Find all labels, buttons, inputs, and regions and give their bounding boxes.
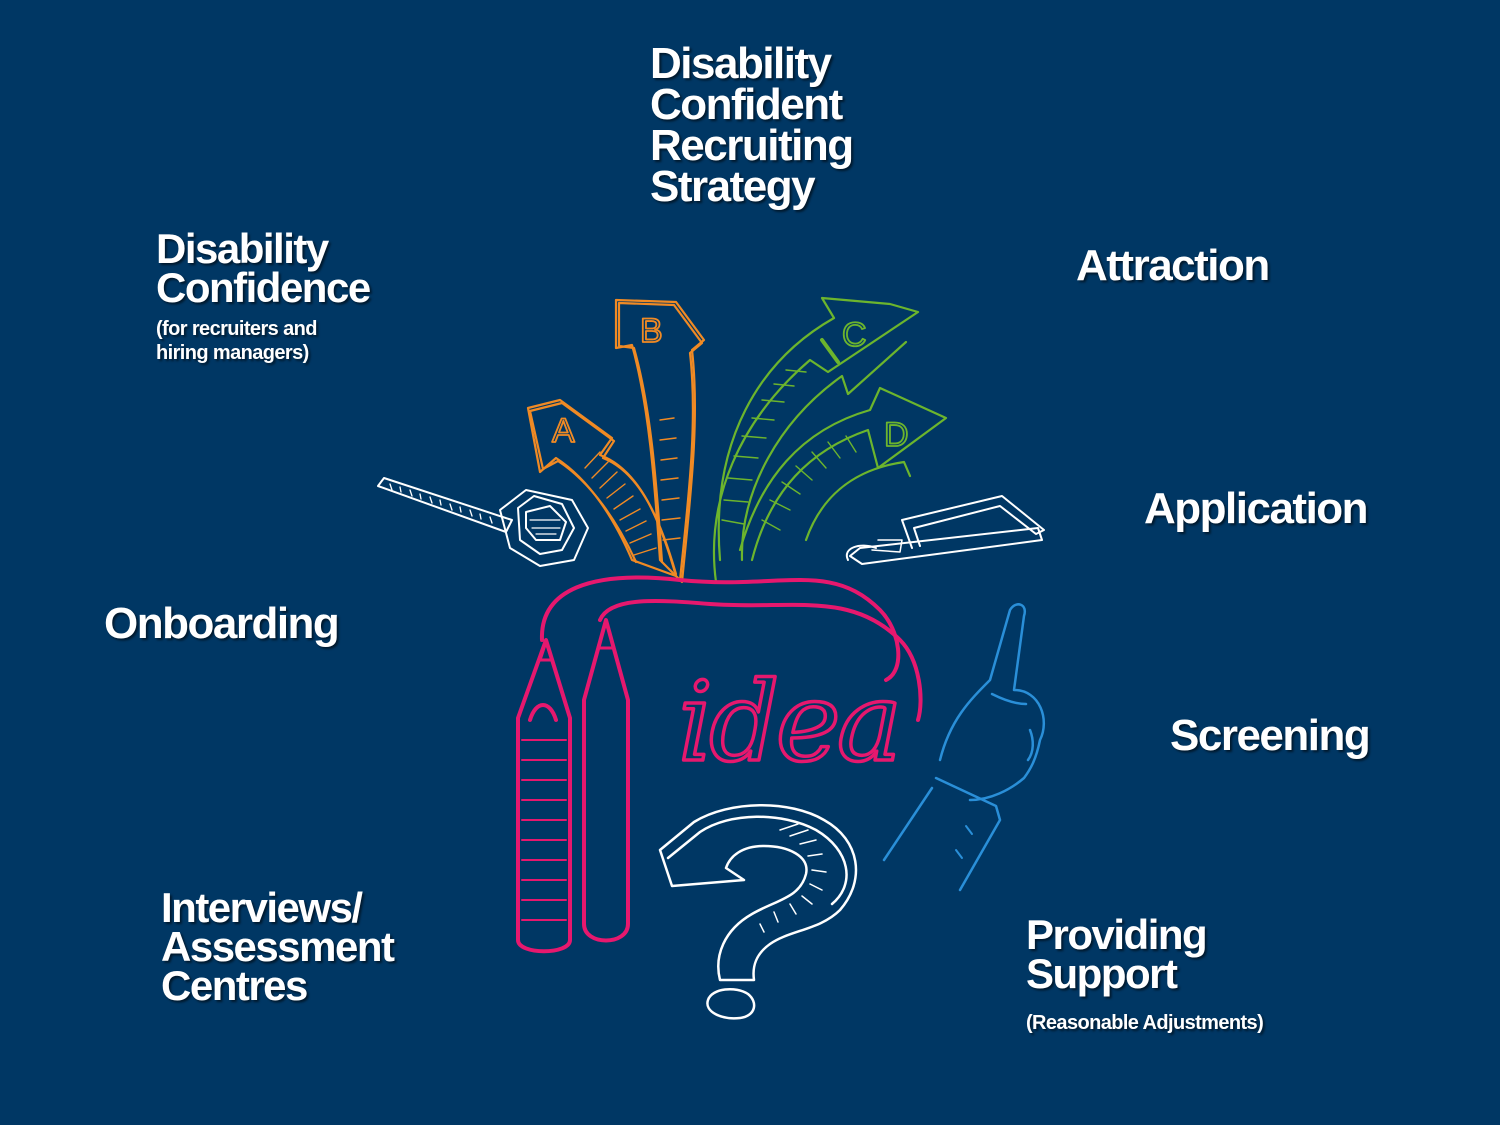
support-line-1: Providing: [1026, 911, 1208, 958]
confidence-note-line-1: (for recruiters and: [156, 318, 317, 341]
arrow-c-label: C: [842, 316, 867, 354]
strategy-line-2: Confident: [650, 79, 843, 129]
interviews-line-1: Interviews/: [161, 884, 363, 931]
label-application: Application: [1144, 484, 1369, 533]
label-interviews-assessment-centres: Interviews/ Assessment Centres: [161, 884, 395, 1010]
interviews-line-2: Assessment: [161, 923, 395, 971]
label-providing-support: Providing Support (Reasonable Adjustment…: [1026, 911, 1264, 1035]
arrow-c: C: [714, 298, 918, 582]
arrow-d: D: [740, 388, 946, 560]
label-disability-confident-recruiting-strategy: Disability Confident Recruiting Strategy: [650, 39, 854, 211]
label-disability-confidence: Disability Confidence (for recruiters an…: [156, 225, 371, 365]
tape-measure-icon: [378, 478, 588, 566]
label-screening: Screening: [1170, 711, 1371, 760]
hacksaw-icon: [847, 496, 1044, 564]
interviews-line-3: Centres: [161, 962, 308, 1010]
arrow-b-label: B: [640, 312, 663, 350]
arrow-b: B: [616, 300, 704, 582]
confidence-line-1: Disability: [156, 225, 329, 272]
support-note: (Reasonable Adjustments): [1026, 1012, 1264, 1035]
support-line-2: Support: [1026, 950, 1178, 998]
arrow-d-label: D: [884, 416, 909, 454]
strategy-line-3: Recruiting: [650, 120, 854, 170]
idea-word: idea: [678, 658, 898, 786]
question-mark-icon: [660, 805, 856, 1018]
label-onboarding: Onboarding: [104, 599, 340, 648]
confidence-line-2: Confidence: [156, 264, 371, 312]
confidence-note-line-2: hiring managers): [156, 342, 309, 365]
pointing-hand-icon: [884, 604, 1044, 890]
strategy-line-1: Disability: [650, 39, 832, 88]
arrow-a-label: A: [552, 412, 575, 450]
label-attraction: Attraction: [1076, 241, 1270, 290]
pencil-icon: [518, 578, 921, 952]
confidence-note: (for recruiters and hiring managers): [156, 317, 370, 365]
strategy-line-4: Strategy: [650, 161, 816, 211]
